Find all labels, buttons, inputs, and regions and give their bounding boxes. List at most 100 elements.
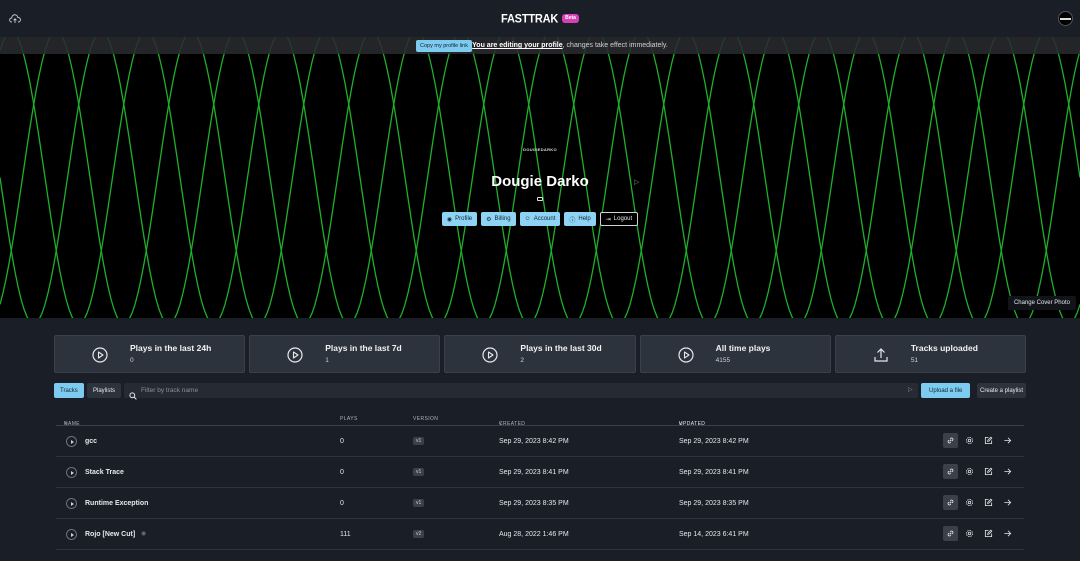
row-actions <box>943 433 1015 448</box>
track-name[interactable]: gcc <box>85 438 98 445</box>
stat-label: Tracks uploaded <box>910 343 978 353</box>
play-circle-icon <box>678 347 694 363</box>
search-icon <box>129 387 137 400</box>
edit-icon[interactable] <box>981 495 996 510</box>
track-name[interactable]: Stack Trace <box>85 469 124 476</box>
stat-value: 4155 <box>715 357 731 364</box>
link-icon[interactable] <box>943 433 958 448</box>
track-updated: Sep 14, 2023 6:41 PM <box>679 531 749 538</box>
play-icon[interactable] <box>66 529 77 540</box>
sort-icon: ˅ <box>499 421 503 427</box>
cursor-icon: ▷ <box>634 179 640 186</box>
table-row[interactable]: Stack Trace 0 v1 Sep 29, 2023 8:41 PM Se… <box>56 457 1024 488</box>
tracks-table: NAME ˅ PLAYS VERSION CREATED ˅ UPDATED ˅… <box>56 411 1024 550</box>
account-button-label: Account <box>533 216 556 222</box>
stat-card-7d: Plays in the last 7d 1 <box>249 335 441 373</box>
help-icon: ⓘ <box>569 217 576 224</box>
cloud-upload-icon[interactable] <box>9 12 21 24</box>
billing-button-label: Billing <box>494 216 511 222</box>
track-created: Sep 29, 2023 8:41 PM <box>499 469 569 476</box>
arrow-right-icon[interactable] <box>1000 464 1015 479</box>
tab-tracks[interactable]: Tracks <box>54 383 84 398</box>
editing-banner: You are editing your profile, changes ta… <box>0 37 1080 54</box>
stat-card-30d: Plays in the last 30d 2 <box>444 335 636 373</box>
link-icon[interactable] <box>943 495 958 510</box>
eye-icon: ◉ <box>141 531 147 537</box>
sort-icon: ˅ <box>64 421 68 427</box>
logout-button-label: Logout <box>613 216 633 222</box>
microphone-icon[interactable]: ▷ <box>908 387 913 393</box>
edit-icon[interactable] <box>981 464 996 479</box>
change-cover-photo-button[interactable]: Change Cover Photo <box>1007 296 1076 310</box>
brand-logo[interactable]: FASTTRAK Beta <box>501 11 579 26</box>
logout-button[interactable]: ⇥Logout <box>599 212 639 226</box>
tab-playlists[interactable]: Playlists <box>87 383 122 398</box>
settings-icon[interactable] <box>962 526 977 541</box>
row-actions <box>943 464 1015 479</box>
track-created: Aug 28, 2022 1:46 PM <box>499 531 569 538</box>
play-icon[interactable] <box>66 436 77 447</box>
stats-row: Plays in the last 24h 0 Plays in the las… <box>54 335 1027 373</box>
track-name[interactable]: Runtime Exception <box>85 500 149 507</box>
arrow-right-icon[interactable] <box>1000 495 1015 510</box>
row-actions <box>943 495 1015 510</box>
table-header: NAME ˅ PLAYS VERSION CREATED ˅ UPDATED ˅ <box>56 411 1024 427</box>
play-icon[interactable] <box>66 467 77 478</box>
track-plays: 0 <box>340 469 344 476</box>
track-updated: Sep 29, 2023 8:35 PM <box>679 500 749 507</box>
column-header-plays[interactable]: PLAYS <box>340 416 358 422</box>
track-plays: 0 <box>340 438 344 445</box>
row-actions <box>943 526 1015 541</box>
copy-profile-link-button[interactable]: Copy my profile link <box>416 40 472 52</box>
avatar[interactable] <box>1058 11 1073 26</box>
settings-icon[interactable] <box>962 464 977 479</box>
play-icon[interactable] <box>66 498 77 509</box>
table-row[interactable]: Rojo [New Cut] ◉ 111 v2 Aug 28, 2022 1:4… <box>56 519 1024 550</box>
billing-button[interactable]: ⚙Billing <box>481 212 516 226</box>
stat-value: 0 <box>130 357 134 364</box>
sort-active-icon: ˅ <box>679 421 683 427</box>
track-version: v1 <box>413 468 425 476</box>
help-button-label: Help <box>578 216 591 222</box>
link-icon[interactable] <box>943 464 958 479</box>
stat-value: 2 <box>520 357 525 364</box>
beta-badge: Beta <box>562 14 579 23</box>
account-button[interactable]: ☺Account <box>519 212 561 226</box>
track-plays: 111 <box>340 531 351 538</box>
editing-message: You are editing your profile, changes ta… <box>472 42 668 49</box>
play-circle-icon <box>92 347 108 363</box>
upload-file-button[interactable]: Upload a file <box>921 383 971 398</box>
column-header-updated-label: UPDATED <box>679 421 706 427</box>
table-row[interactable]: gcc 0 v1 Sep 29, 2023 8:42 PM Sep 29, 20… <box>56 426 1024 457</box>
profile-name: Dougie Darko <box>491 173 589 190</box>
stat-label: Plays in the last 24h <box>130 343 212 353</box>
editing-message-bold[interactable]: You are editing your profile <box>472 42 563 49</box>
track-name[interactable]: Rojo [New Cut] <box>85 531 136 538</box>
arrow-right-icon[interactable] <box>1000 433 1015 448</box>
stat-card-tracks-uploaded: Tracks uploaded 51 <box>834 335 1027 373</box>
track-updated: Sep 29, 2023 8:41 PM <box>679 469 749 476</box>
eye-icon: ◉ <box>446 216 453 223</box>
create-playlist-button[interactable]: Create a playlist <box>977 383 1026 398</box>
track-version: v1 <box>413 499 425 507</box>
keyboard-icon[interactable] <box>537 197 543 201</box>
table-row[interactable]: Runtime Exception 0 v1 Sep 29, 2023 8:35… <box>56 488 1024 519</box>
link-icon[interactable] <box>943 526 958 541</box>
arrow-right-icon[interactable] <box>1000 526 1015 541</box>
track-plays: 0 <box>340 500 344 507</box>
stat-label: Plays in the last 30d <box>520 343 602 353</box>
brand-name: FASTTRAK <box>501 11 559 26</box>
track-created: Sep 29, 2023 8:35 PM <box>499 500 569 507</box>
profile-button[interactable]: ◉Profile <box>441 212 478 226</box>
search-input[interactable] <box>141 387 901 394</box>
settings-icon[interactable] <box>962 495 977 510</box>
column-header-version[interactable]: VERSION <box>413 416 439 422</box>
edit-icon[interactable] <box>981 433 996 448</box>
user-icon: ☺ <box>524 216 531 222</box>
edit-icon[interactable] <box>981 526 996 541</box>
logout-icon: ⇥ <box>605 216 611 223</box>
search-box: ▷ <box>124 383 918 400</box>
settings-icon[interactable] <box>962 433 977 448</box>
